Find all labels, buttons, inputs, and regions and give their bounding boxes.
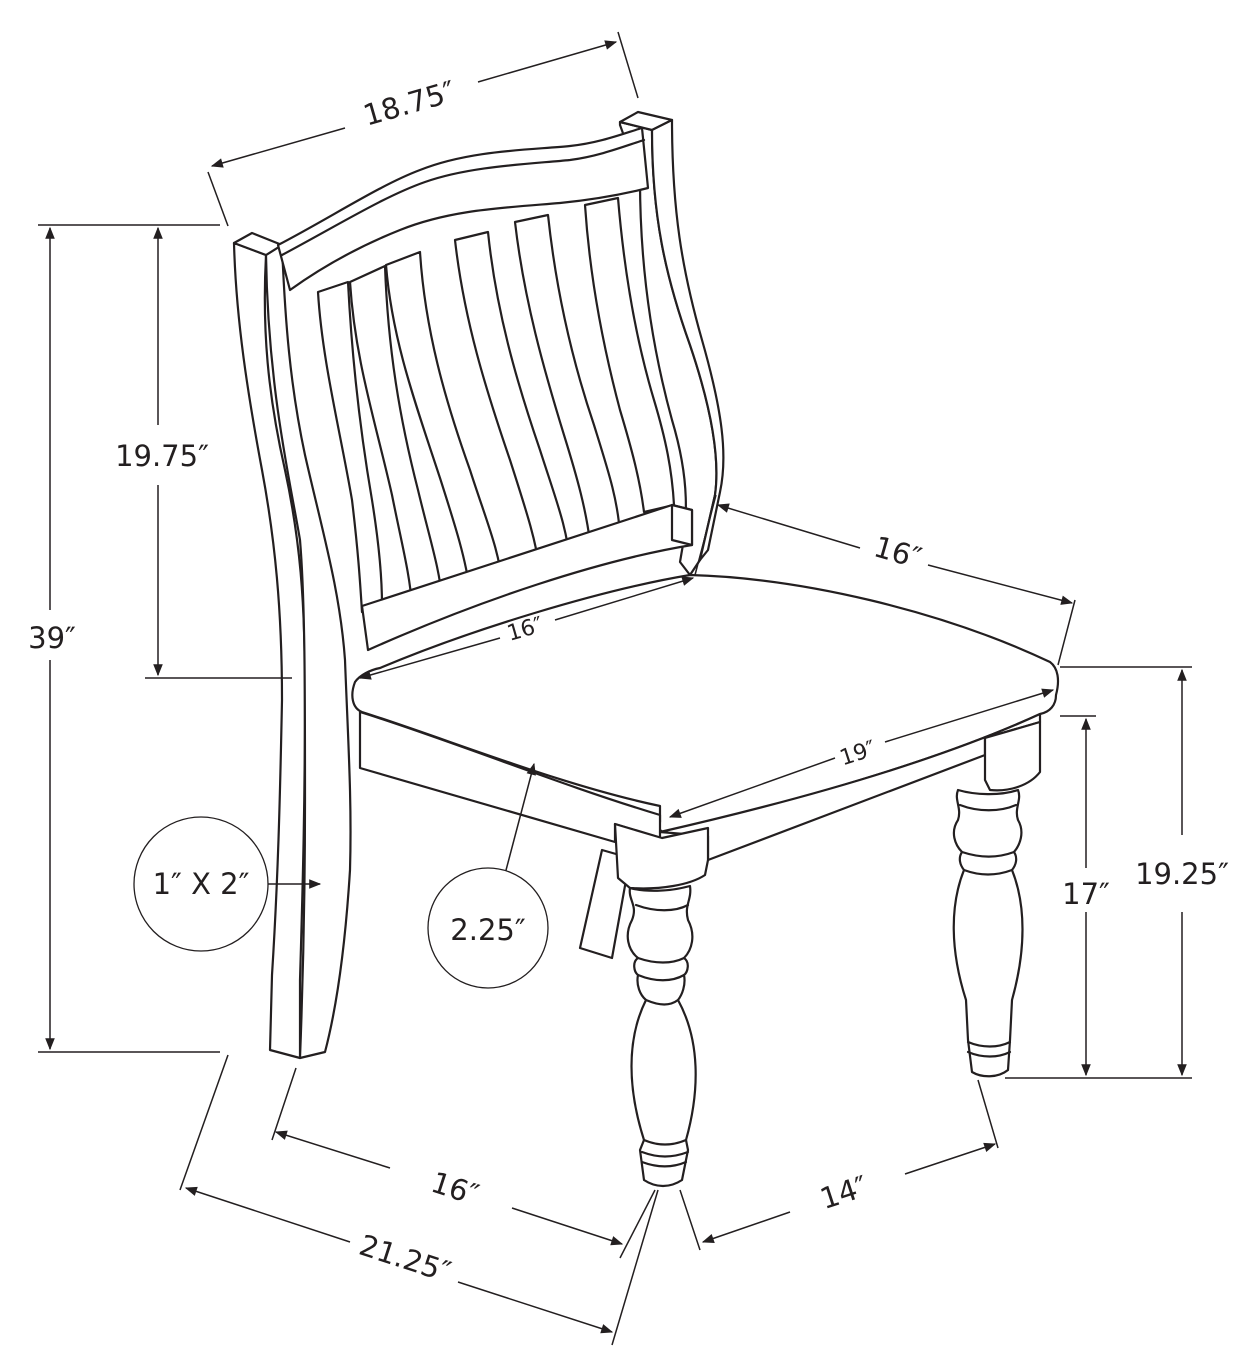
dim-base-width: 14″ xyxy=(816,1169,872,1216)
left-back-post xyxy=(232,241,307,1060)
dim-seat-depth-side: 16″ xyxy=(870,529,925,575)
dimension-lines xyxy=(38,31,1192,1346)
dim-base-depth: 16″ xyxy=(427,1165,483,1212)
dim-total-height: 39″ xyxy=(28,621,76,655)
dim-seat-height: 19.25″ xyxy=(1135,857,1229,891)
front-right-leg xyxy=(952,788,1024,1078)
seat-thickness-callout-circle xyxy=(427,867,549,989)
callout-seat-thickness: 2.25″ xyxy=(450,913,526,947)
post-size-callout-circle xyxy=(133,816,269,952)
lower-back-rail xyxy=(360,503,694,652)
dim-top-width: 18.75″ xyxy=(359,74,459,133)
right-back-post-side xyxy=(650,118,725,562)
dim-leg-height: 17″ xyxy=(1062,877,1110,911)
seat-apron-front xyxy=(358,710,662,844)
top-rail xyxy=(276,126,650,292)
callout-post-size: 1″ X 2″ xyxy=(153,867,250,901)
left-back-post-side xyxy=(264,243,352,1060)
back-slats xyxy=(316,196,676,614)
front-left-leg-block xyxy=(613,822,710,890)
top-rail-edge xyxy=(280,138,646,257)
front-right-leg-block xyxy=(983,720,1042,792)
dim-back-height: 19.75″ xyxy=(115,439,209,473)
chair-illustration xyxy=(232,110,1060,1188)
dim-overall-depth: 21.25″ xyxy=(355,1228,455,1289)
